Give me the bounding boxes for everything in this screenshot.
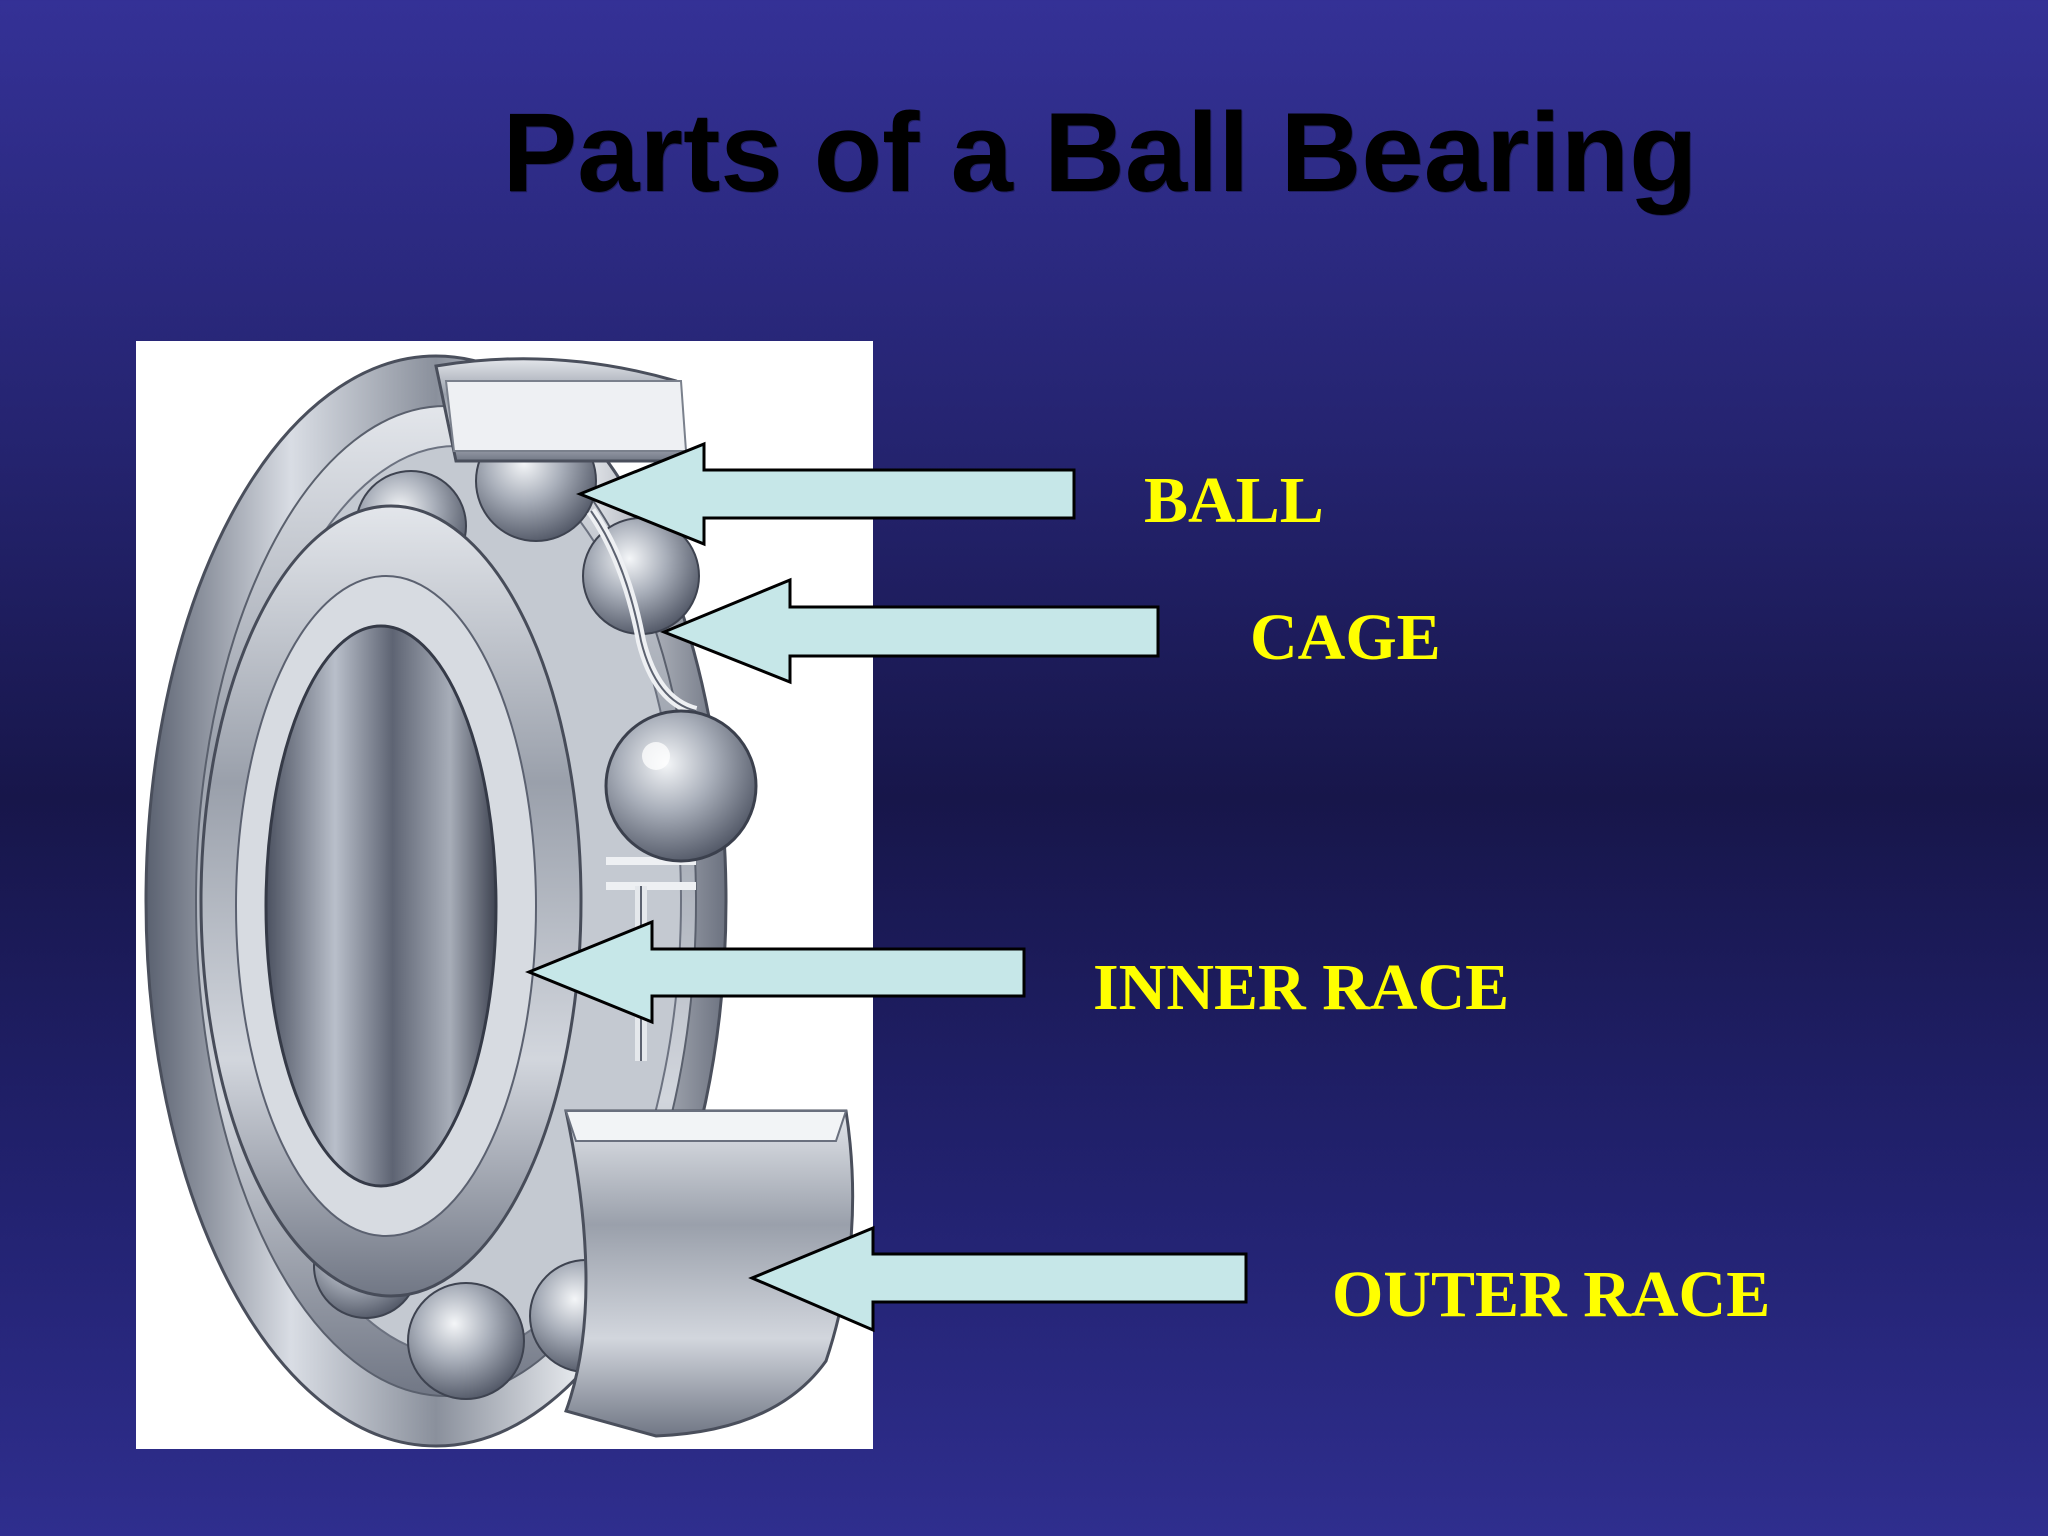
slide-title: Parts of a Ball Bearing: [502, 90, 1698, 215]
bearing-photo: [136, 341, 873, 1449]
cage-label: CAGE: [1250, 601, 1441, 674]
inner-race-label: INNER RACE: [1093, 951, 1510, 1024]
ball-label: BALL: [1144, 464, 1324, 537]
outer-race-label: OUTER RACE: [1332, 1258, 1771, 1331]
